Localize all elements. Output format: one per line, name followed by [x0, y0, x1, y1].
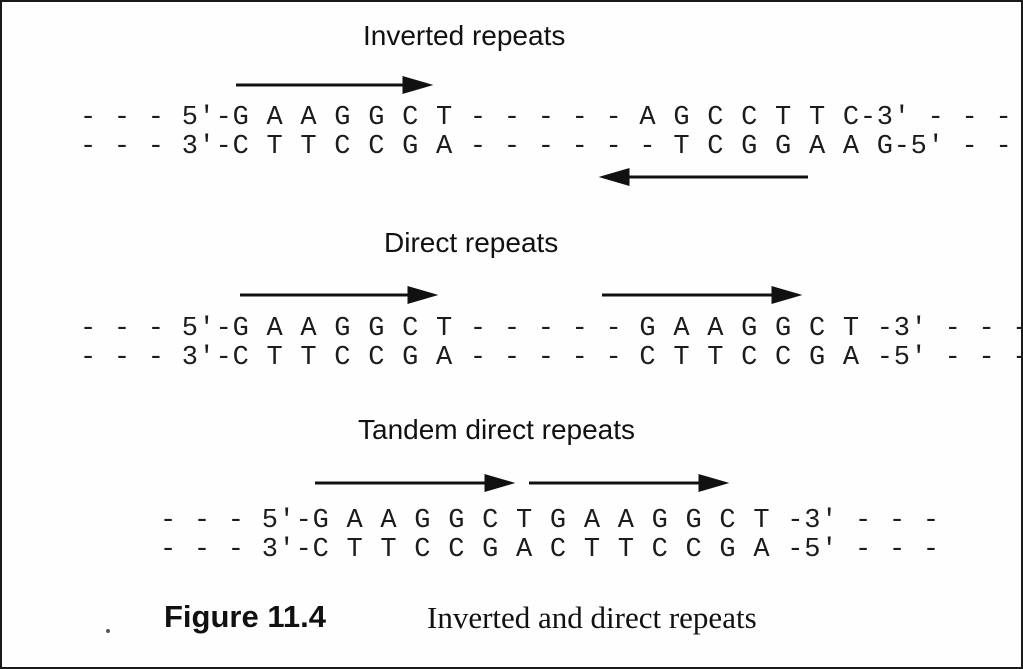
direct-second-arrow [602, 286, 803, 304]
direct-top-strand: - - - 5'-G A A G G C T - - - - - G A A G… [80, 314, 1023, 344]
tandem-second-arrow [529, 474, 730, 492]
figure-caption: Inverted and direct repeats [427, 600, 757, 635]
tandem-first-arrow [315, 474, 516, 492]
inverted-repeats-title: Inverted repeats [363, 20, 566, 51]
inverted-forward-arrow [236, 76, 434, 94]
tandem-bottom-strand: - - - 3'-C T T C C G A C T T C C G A -5'… [160, 535, 940, 565]
direct-first-arrow [240, 286, 439, 304]
direct-repeats-title: Direct repeats [384, 227, 559, 258]
print-speck [106, 629, 110, 633]
inverted-reverse-arrow [598, 168, 808, 186]
figure-label: Figure 11.4 [164, 599, 326, 634]
inverted-top-strand: - - - 5'-G A A G G C T - - - - - A G C C… [80, 103, 1013, 133]
direct-bottom-strand: - - - 3'-C T T C C G A - - - - - C T T C… [80, 343, 1023, 373]
inverted-bottom-strand: - - - 3'-C T T C C G A - - - - - - T C G… [80, 132, 1023, 162]
tandem-top-strand: - - - 5'-G A A G G C T G A A G G C T -3'… [160, 506, 940, 536]
tandem-repeats-title: Tandem direct repeats [358, 414, 636, 445]
